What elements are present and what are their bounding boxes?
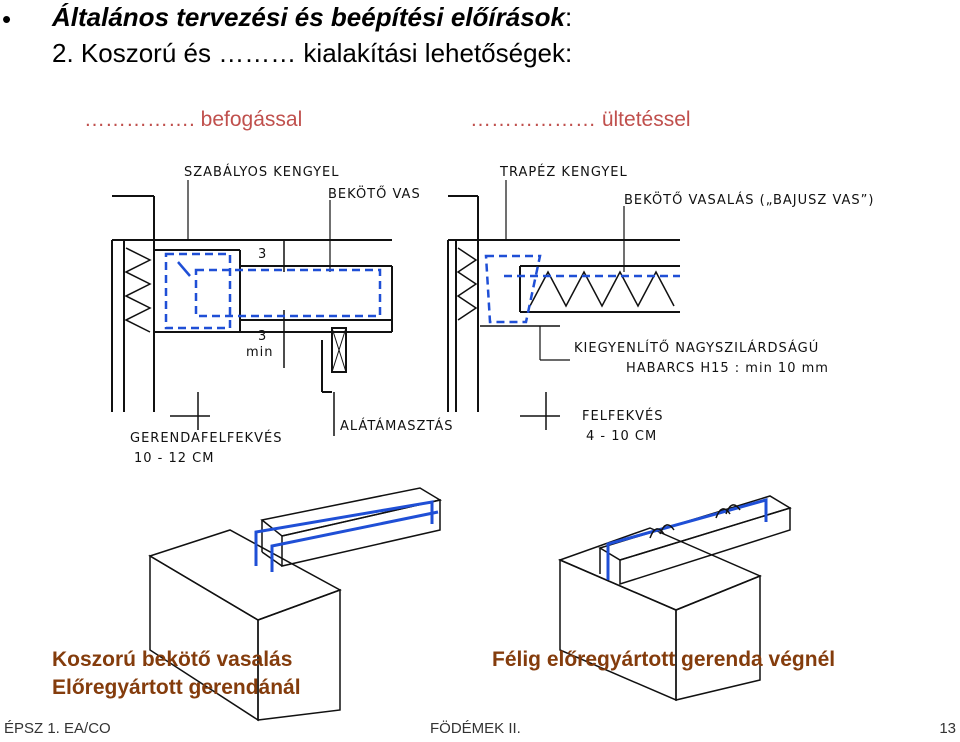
caption-left-line2: Előregyártott gerendánál: [52, 676, 301, 699]
label-stirrup-right: TRAPÉZ KENGYEL: [499, 164, 628, 180]
footer-topic: FÖDÉMEK II.: [430, 720, 521, 737]
right-3d-hooks: [649, 504, 741, 539]
page-subtitle: 2. Koszorú és ……… kialakítási lehetősége…: [52, 38, 573, 68]
label-mortar-line1: KIEGYENLÍTŐ NAGYSZILÁRDSÁGÚ: [574, 340, 819, 356]
label-bearing-size-right: 4 - 10 CM: [586, 429, 657, 444]
label-stirrup-left: SZABÁLYOS KENGYEL: [184, 164, 340, 180]
left-section-heading: ……………. befogással: [84, 108, 303, 131]
title-main: Általános tervezési és beépítési előírás…: [52, 2, 566, 32]
label-mortar-line2: HABARCS H15 : min 10 mm: [626, 361, 829, 376]
right-drawing-labels: TRAPÉZ KENGYEL BEKÖTŐ VASALÁS („BAJUSZ V…: [499, 164, 874, 444]
left-3d-illustration: [148, 487, 442, 722]
label-bearing-right: FELFEKVÉS: [582, 408, 664, 424]
label-dim-bottom: 3: [258, 329, 267, 344]
label-tie-left: BEKÖTŐ VAS: [328, 185, 421, 202]
caption-left-line1: Koszorú bekötő vasalás: [52, 648, 293, 671]
footer-course: ÉPSZ 1. EA/CO: [4, 720, 111, 737]
label-tie-right: BEKÖTŐ VASALÁS („BAJUSZ VAS”): [624, 191, 874, 208]
left-rebar: [164, 252, 382, 330]
label-bearing-left: GERENDAFELFEKVÉS: [130, 430, 282, 446]
left-drawing-labels: SZABÁLYOS KENGYEL BEKÖTŐ VAS 3 3 min GER…: [130, 164, 454, 466]
right-section-heading: ……………… ültetéssel: [470, 108, 691, 131]
label-dim-top: 3: [258, 247, 267, 262]
page-title: Általános tervezési és beépítési előírás…: [52, 2, 572, 33]
bullet-marker: •: [2, 4, 12, 34]
left-3d-rebar: [254, 500, 439, 572]
title-tail: :: [565, 2, 573, 32]
right-rebar: [484, 254, 680, 324]
left-section-drawing: [111, 180, 393, 436]
label-dim-min: min: [246, 345, 274, 360]
label-bearing-size-left: 10 - 12 CM: [134, 451, 214, 466]
caption-right: Félig előregyártott gerenda végnél: [492, 648, 836, 671]
label-prop: ALÁTÁMASZTÁS: [340, 418, 454, 434]
right-3d-rebar: [606, 498, 768, 580]
page-number: 13: [939, 720, 956, 737]
right-section-drawing: [447, 180, 680, 430]
